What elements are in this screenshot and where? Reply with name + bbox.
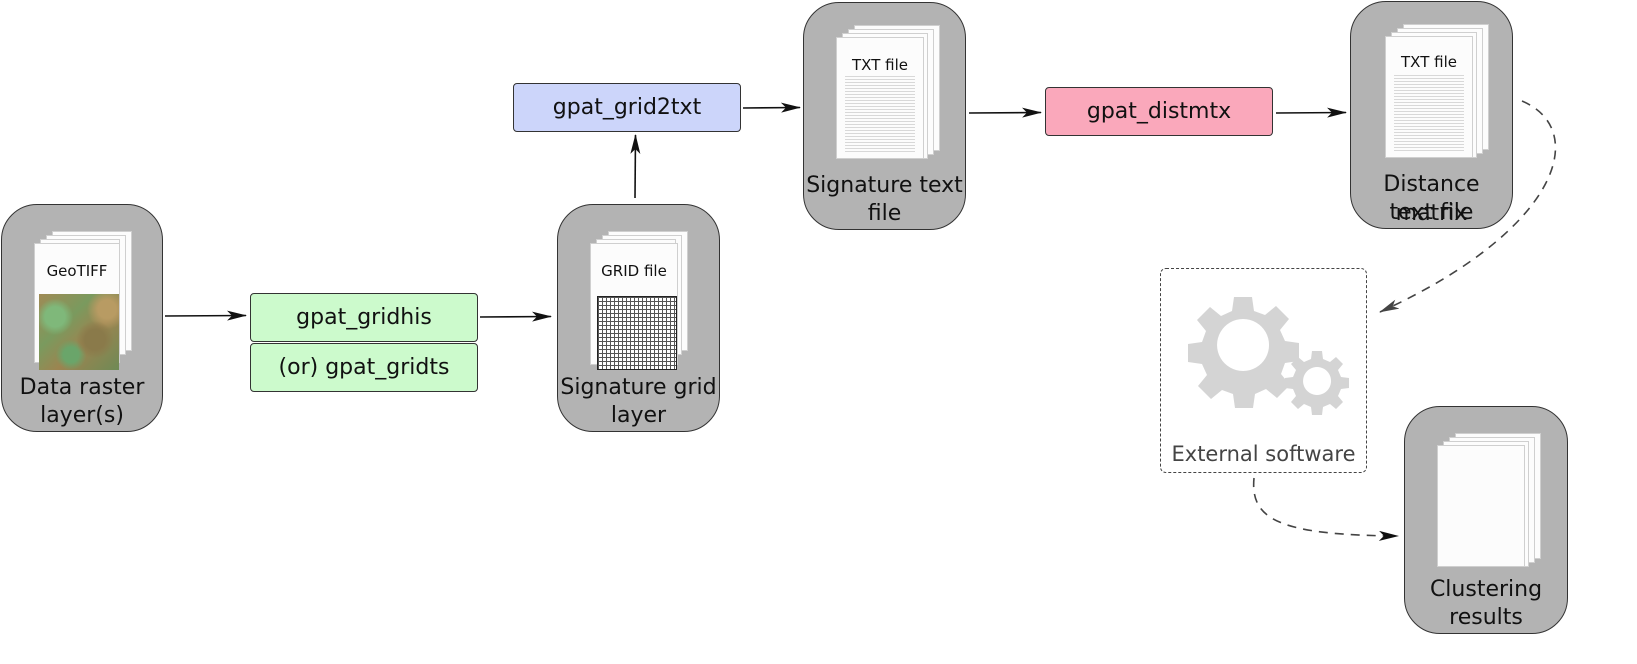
node-signature-text: TXT file Signature text file	[803, 2, 966, 230]
arrow-grid2txt-to-sigtext	[742, 102, 801, 113]
arrow-distmtx-to-matrix	[1275, 107, 1347, 118]
node-label-line2: layer(s)	[40, 403, 124, 428]
node-label-line1: Data raster	[19, 375, 145, 400]
doc-type-label: GeoTIFF	[46, 262, 108, 280]
geotiff-document-icon: GeoTIFF	[34, 231, 134, 370]
arrow-gridhis-to-grid	[479, 311, 552, 322]
arrow-grid-to-grid2txt	[630, 134, 641, 199]
node-clustering-results: Clustering results	[1404, 406, 1568, 634]
process-gpat-gridhis: gpat_gridhis	[250, 293, 478, 342]
grid-raster-icon	[597, 296, 677, 370]
node-label-line1: Signature grid	[560, 375, 717, 400]
txt-document-icon: TXT file	[1385, 24, 1489, 158]
node-label-line2: results	[1449, 605, 1523, 630]
text-lines-icon	[845, 76, 915, 152]
process-gpat-distmtx: gpat_distmtx	[1045, 87, 1273, 136]
doc-type-label: GRID file	[601, 262, 667, 280]
node-label-line2: file	[867, 201, 902, 226]
node-label-line1: Distance matrix	[1383, 172, 1480, 226]
terrain-map-icon	[39, 294, 119, 370]
node-label-line1: Clustering	[1429, 577, 1543, 602]
node-label-line1: Signature text	[806, 173, 963, 198]
gears-icon	[1188, 297, 1349, 415]
arrow-sigtext-to-distmtx	[968, 107, 1042, 118]
text-lines-icon	[1394, 75, 1464, 151]
node-distance-matrix: TXT file Distance matrix text file	[1350, 1, 1513, 229]
node-data-raster: GeoTIFF Data raster layer(s)	[1, 204, 163, 432]
process-gpat-gridts: (or) gpat_gridts	[250, 343, 478, 392]
document-icon	[1437, 433, 1541, 567]
node-label-line2: text file	[1389, 200, 1474, 225]
dashed-arrow-matrix-to-external	[1379, 100, 1557, 313]
node-label-line2: layer	[610, 403, 667, 428]
grid-document-icon: GRID file	[590, 231, 690, 370]
node-signature-grid: GRID file Signature grid layer	[557, 204, 720, 432]
external-software-label: External software	[1171, 442, 1356, 466]
dashed-arrow-external-to-clustering	[1252, 477, 1399, 541]
doc-type-label: TXT file	[852, 56, 908, 74]
external-software-box: External software	[1160, 268, 1367, 473]
doc-type-label: TXT file	[1401, 53, 1457, 71]
process-gpat-grid2txt: gpat_grid2txt	[513, 83, 741, 132]
txt-document-icon: TXT file	[836, 25, 940, 159]
arrow-raster-to-gridhis	[164, 310, 247, 321]
